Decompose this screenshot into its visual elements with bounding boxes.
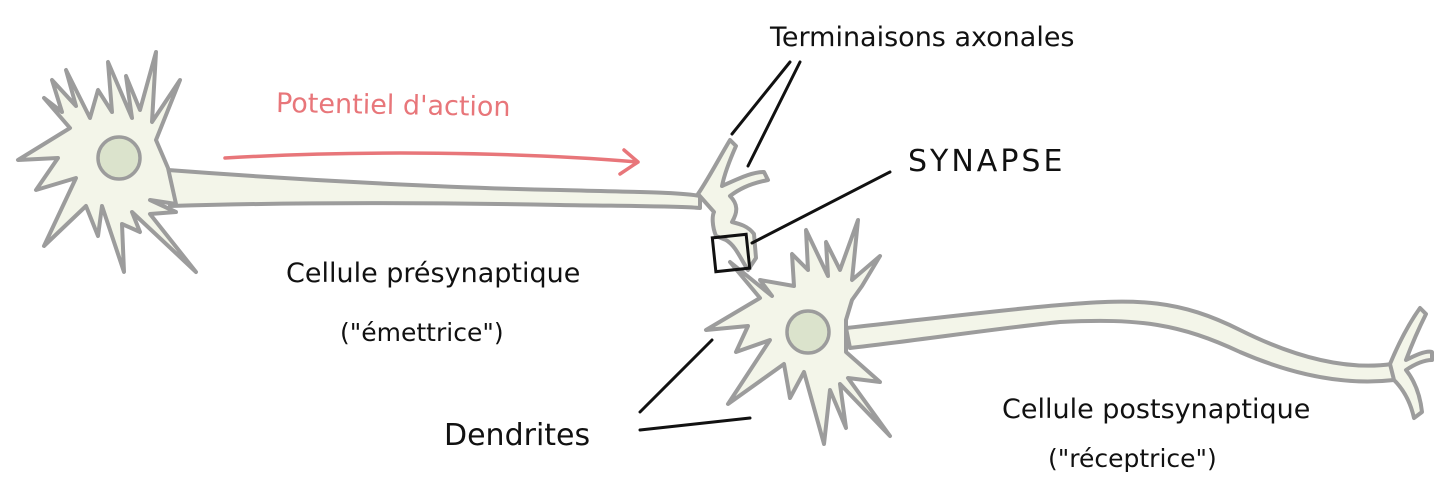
- postsynaptic-nucleus: [785, 309, 831, 355]
- synapse-marker-icon: [710, 232, 752, 274]
- pointer-lines: [638, 60, 892, 432]
- presynaptic-nucleus: [96, 135, 142, 181]
- postsynaptic-cell-label: Cellule postsynaptique: [1002, 394, 1311, 425]
- action-potential-arrow: [223, 148, 640, 176]
- dendrites-label: Dendrites: [444, 418, 591, 453]
- postsynaptic-neuron: [704, 218, 1434, 446]
- synapse-label: SYNAPSE: [908, 144, 1066, 179]
- terminals-pointer-line-1: [730, 60, 792, 136]
- axon-terminals: [696, 138, 770, 272]
- presynaptic-cell-label: Cellule présynaptique: [286, 258, 581, 289]
- axon-terminals-label: Terminaisons axonales: [770, 22, 1075, 53]
- presynaptic-axon: [166, 168, 702, 210]
- postsynaptic-role-label: ("réceptrice"): [1048, 444, 1217, 473]
- synapse-pointer-line: [750, 170, 892, 245]
- presynaptic-role-label: ("émettrice"): [340, 318, 504, 347]
- action-potential-label: Potentiel d'action: [275, 88, 511, 124]
- terminals-pointer-line-2: [746, 60, 802, 168]
- dendrites-pointer-line-2: [638, 416, 752, 432]
- postsynaptic-terminal: [1388, 306, 1434, 420]
- postsynaptic-axon: [844, 299, 1396, 384]
- presynaptic-neuron: [16, 50, 770, 274]
- dendrites-pointer-line-1: [638, 338, 714, 414]
